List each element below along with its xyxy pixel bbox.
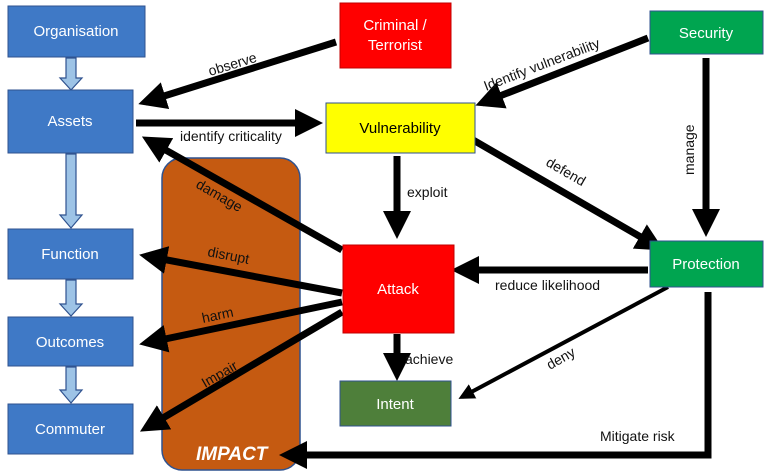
- node-vulnerability-label: Vulnerability: [359, 120, 441, 137]
- arrow-harm: [139, 298, 343, 353]
- node-protection: [649, 240, 764, 288]
- arrow-damage: [141, 136, 344, 254]
- node-protection-label: Protection: [672, 256, 740, 273]
- arrow-impair: [139, 308, 344, 432]
- node-outcomes-label: Outcomes: [36, 334, 104, 351]
- node-assets: [7, 89, 134, 154]
- edge-label-manage: manage: [681, 124, 697, 175]
- node-function-label: Function: [41, 246, 99, 263]
- node-organisation: [7, 5, 146, 58]
- node-commuter: [7, 403, 134, 455]
- node-intent: [339, 380, 452, 427]
- edge-label-identify-criticality: identify criticality: [180, 128, 282, 144]
- edge-label-deny: deny: [544, 344, 578, 373]
- node-intent-label: Intent: [376, 396, 414, 413]
- node-organisation-label: Organisation: [33, 23, 118, 40]
- node-outcomes: [7, 316, 134, 367]
- arrow-defend: [466, 133, 665, 251]
- node-criminal-label-line1: Criminal /: [363, 17, 427, 34]
- arrow-deny: [458, 285, 669, 399]
- node-attack: [342, 244, 455, 334]
- hollow-arrow-assets-function: [58, 153, 84, 229]
- edge-label-reduce-likelihood: reduce likelihood: [495, 277, 600, 293]
- node-function: [7, 228, 134, 280]
- node-commuter-label: Commuter: [35, 421, 105, 438]
- node-criminal-label-line2: Terrorist: [368, 37, 423, 54]
- arrow-observe: [138, 38, 338, 110]
- edge-label-disrupt: disrupt: [206, 243, 250, 267]
- node-security: [649, 10, 764, 55]
- node-vulnerability: [325, 102, 476, 154]
- node-attack-label: Attack: [377, 281, 419, 298]
- node-security-label: Security: [679, 25, 734, 42]
- arrow-disrupt: [139, 246, 343, 297]
- hollow-arrow-organisation-assets: [58, 57, 84, 91]
- node-assets-label: Assets: [47, 113, 92, 130]
- arrow-identify-vulnerability: [475, 34, 650, 109]
- edge-label-achieve: achieve: [405, 351, 453, 367]
- hollow-arrow-function-outcomes: [58, 279, 84, 317]
- edge-label-exploit: exploit: [407, 184, 448, 200]
- arrow-mitigate-risk: [279, 292, 712, 469]
- edge-label-harm: harm: [200, 304, 235, 326]
- impact-label: IMPACT: [196, 444, 269, 465]
- hollow-arrow-outcomes-commuter: [58, 366, 84, 404]
- node-criminal-terrorist: [339, 2, 452, 69]
- edge-label-mitigate-risk: Mitigate risk: [600, 428, 676, 444]
